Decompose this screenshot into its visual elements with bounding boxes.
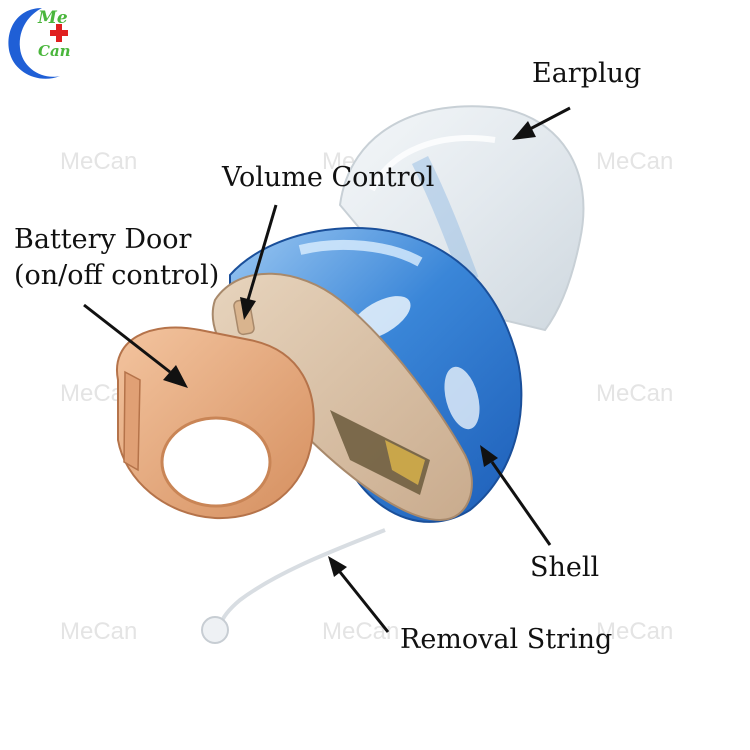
volume-control-arrowhead [240, 297, 256, 320]
earplug-arrow [527, 106, 571, 132]
shell-arrowhead [480, 445, 498, 467]
logo-text-bottom: Can [38, 42, 71, 60]
watermark: MeCan [596, 380, 674, 407]
removal-string-label: Removal String [400, 624, 613, 655]
volume-control-label: Volume Control [222, 162, 435, 193]
battery-door-label-line2: (on/off control) [14, 260, 220, 291]
logo-swoosh-icon [8, 8, 68, 79]
removal-string-arrow [338, 571, 390, 633]
volume-control-arrow [246, 204, 278, 301]
watermark: MeCan [596, 618, 674, 645]
watermark: MeCan [60, 618, 138, 645]
brand-logo: Me Can [2, 2, 82, 84]
logo-text-top: Me [38, 8, 68, 28]
watermark: MeCan [60, 148, 138, 175]
battery-door-label-line1: Battery Door [14, 224, 192, 255]
earplug-label: Earplug [532, 58, 642, 89]
battery-door-arrowhead [163, 365, 188, 388]
battery-door-part [115, 326, 315, 520]
leader-arrows [83, 106, 571, 633]
watermark: MeCan [596, 148, 674, 175]
earplug-arrowhead [512, 121, 536, 140]
shell-label: Shell [530, 552, 600, 583]
shell-arrow [490, 461, 552, 546]
battery-door-arrow [83, 303, 171, 374]
removal-string-part [201, 528, 386, 644]
removal-string-arrowhead [328, 556, 347, 577]
